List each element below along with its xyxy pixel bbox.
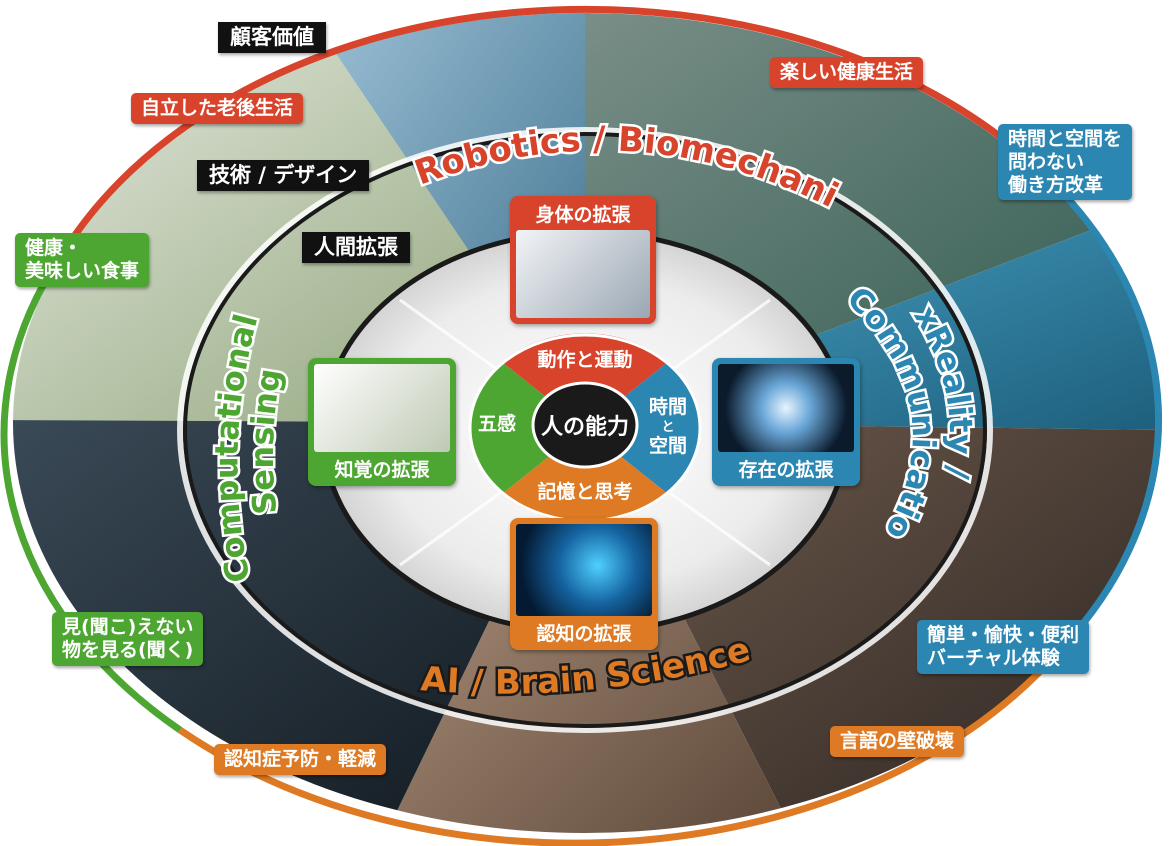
robot-arm-photo-icon <box>516 230 650 318</box>
tier-customer-value: 顧客価値 <box>218 22 326 54</box>
augment-perception-label: 知覚の拡張 <box>334 459 430 481</box>
core-time-label: 時間 <box>649 396 687 418</box>
value-work-style-line3: 働き方改革 <box>1008 173 1104 196</box>
augment-body-label: 身体の拡張 <box>535 204 631 226</box>
value-work-style-line1: 時間と空間を <box>1008 128 1123 150</box>
value-independent-senior: 自立した老後生活 <box>131 93 304 124</box>
augment-presence-box: 存在の拡張 <box>712 358 860 486</box>
core-space-label: 空間 <box>649 434 687 457</box>
core-and-label: と <box>661 420 674 435</box>
value-virtual-line1: 簡単・愉快・便利 <box>927 624 1080 646</box>
core-center-label: 人の能力 <box>541 414 629 440</box>
core-motion-label: 動作と運動 <box>537 348 632 371</box>
augment-cognition-label: 認知の拡張 <box>536 623 632 645</box>
value-language: 言語の壁破壊 <box>830 726 965 757</box>
augment-presence-label: 存在の拡張 <box>738 459 834 481</box>
core-memory-label: 記憶と思考 <box>537 480 632 503</box>
value-healthy-food: 健康・ 美味しい食事 <box>15 233 150 287</box>
value-see-hear: 見(聞こ)えない 物を見る(聞く) <box>52 612 204 666</box>
value-see-hear-line2: 物を見る(聞く) <box>62 638 194 661</box>
augment-cognition-box: 認知の拡張 <box>510 518 658 650</box>
augment-body-box: 身体の拡張 <box>510 196 656 324</box>
silhouette-photo-icon <box>718 364 854 452</box>
tier-tech-design: 技術 / デザイン <box>197 160 370 192</box>
sensor-board-photo-icon <box>314 364 450 452</box>
value-work-style-line2: 問わない <box>1008 150 1085 173</box>
tier-human-aug: 人間拡張 <box>302 232 410 264</box>
value-see-hear-line1: 見(聞こ)えない <box>62 616 194 638</box>
value-virtual-line2: バーチャル体験 <box>927 646 1060 669</box>
value-healthy-food-line1: 健康・ <box>25 237 83 259</box>
value-fun-health: 楽しい健康生活 <box>770 57 924 88</box>
augment-perception-box: 知覚の拡張 <box>308 358 456 486</box>
value-work-style: 時間と空間を 問わない 働き方改革 <box>998 124 1133 201</box>
value-virtual: 簡単・愉快・便利 バーチャル体験 <box>917 620 1090 674</box>
core-wheel <box>468 333 702 523</box>
digital-brain-photo-icon <box>516 524 652 616</box>
value-dementia: 認知症予防・軽減 <box>214 744 387 775</box>
value-healthy-food-line2: 美味しい食事 <box>25 259 140 282</box>
core-senses-label: 五感 <box>478 412 516 435</box>
